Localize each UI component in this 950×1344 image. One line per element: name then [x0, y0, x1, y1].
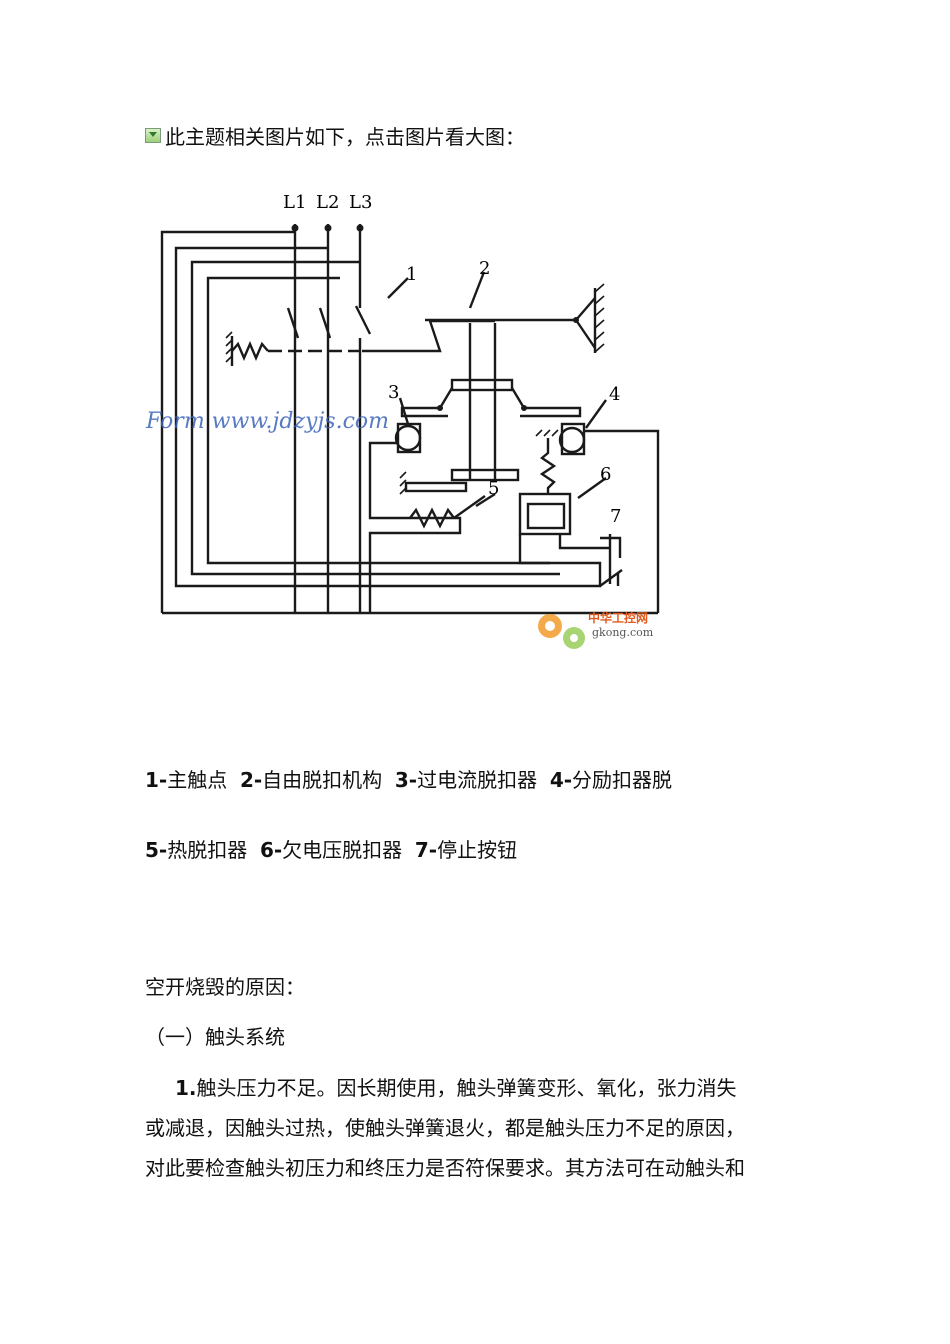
image-notice-text: 此主题相关图片如下，点击图片看大图：	[165, 125, 525, 149]
caption-text: 主触点	[167, 768, 228, 792]
caption-num: 5-	[145, 838, 168, 862]
paragraph-line-2: 或减退，因触头过热，使触头弹簧退火，都是触头压力不足的原因，	[145, 1116, 745, 1140]
caption-text: 热脱扣器	[167, 838, 248, 862]
caption-text: 停止按钮	[437, 838, 518, 862]
caption-text: 欠电压脱扣器	[282, 838, 403, 862]
paragraph-line-1: 1.触头压力不足。因长期使用，触头弹簧变形、氧化，张力消失	[145, 1068, 815, 1108]
caption-num: 4-	[549, 768, 573, 792]
logo-watermark: 中华工控网 gkong.com	[538, 610, 654, 649]
caption-line-2: 5-热脱扣器 6-欠电压脱扣器 7-停止按钮	[145, 834, 517, 863]
logo-url: gkong.com	[592, 626, 654, 639]
label-3: 3	[388, 382, 399, 403]
caption-text: 自由脱扣机构	[262, 768, 383, 792]
caption-num: 3-	[394, 768, 418, 792]
caption-text: 分励扣器脱	[572, 768, 673, 792]
phase-label-l2: L2	[316, 192, 339, 213]
section-subheading: （一）触头系统	[145, 1025, 285, 1049]
label-1: 1	[406, 264, 417, 285]
phase-label-l3: L3	[349, 192, 372, 213]
caption-num: 2-	[239, 768, 263, 792]
image-notice: 此主题相关图片如下，点击图片看大图：	[145, 121, 525, 150]
caption-num: 6-	[259, 838, 283, 862]
label-4: 4	[609, 384, 620, 405]
paragraph-text: 触头压力不足。因长期使用，触头弹簧变形、氧化，张力消失	[196, 1076, 737, 1100]
label-6: 6	[600, 464, 611, 485]
section-heading: 空开烧毁的原因：	[145, 975, 305, 999]
label-7: 7	[610, 506, 621, 527]
logo-name: 中华工控网	[588, 610, 648, 625]
caption-line-1: 1-主触点 2-自由脱扣机构 3-过电流脱扣器 4-分励扣器脱	[145, 764, 672, 793]
caption-text: 过电流脱扣器	[417, 768, 538, 792]
diagram-watermark: Form www.jdzyjs.com	[145, 409, 389, 434]
paragraph-number: 1.	[175, 1076, 197, 1100]
caption-num: 1-	[145, 768, 168, 792]
circuit-breaker-diagram[interactable]: L1 L2 L3 1 2 3 4 5 6 7 Form www.jdzyjs.c…	[140, 188, 680, 663]
paragraph-line-3: 对此要检查触头初压力和终压力是否符保要求。其方法可在动触头和	[145, 1156, 745, 1180]
label-2: 2	[479, 258, 490, 279]
phase-label-l1: L1	[283, 192, 306, 213]
caption-num: 7-	[414, 838, 438, 862]
image-icon[interactable]	[145, 128, 161, 143]
label-5: 5	[488, 478, 499, 499]
body-paragraph: 1.触头压力不足。因长期使用，触头弹簧变形、氧化，张力消失 或减退，因触头过热，…	[145, 1068, 815, 1188]
